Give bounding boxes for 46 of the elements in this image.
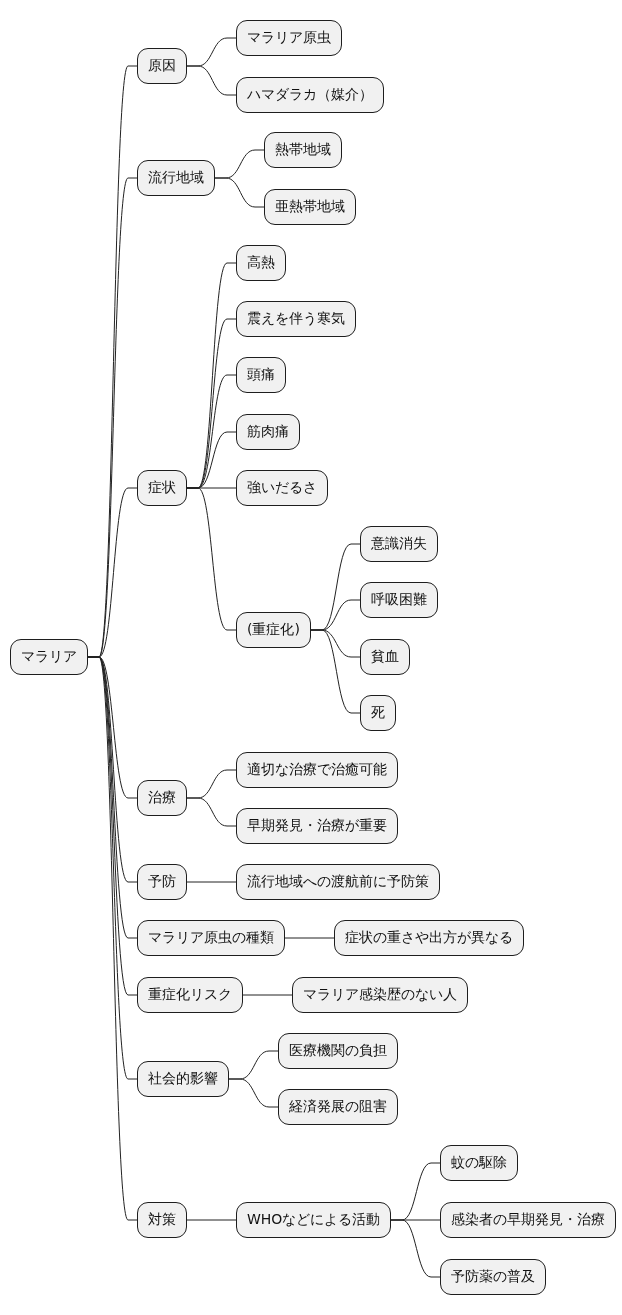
topic-box: 熱帯地域 [264, 132, 342, 168]
topic-box: 頭痛 [236, 357, 286, 393]
topic-box: マラリア原虫 [236, 20, 342, 56]
topic-box: 原因 [137, 48, 187, 84]
topic-box: 亜熱帯地域 [264, 189, 356, 225]
topic-box: 蚊の駆除 [440, 1145, 518, 1181]
connector-line [228, 1078, 279, 1108]
topic-box: 震えを伴う寒気 [236, 301, 356, 337]
topic-box: 医療機関の負担 [278, 1033, 398, 1069]
topic-box: マラリア感染歴のない人 [292, 977, 468, 1013]
topic-box: 意識消失 [360, 526, 438, 562]
connector-line [310, 629, 361, 714]
topic-box: (重症化) [236, 612, 311, 648]
connector-line [214, 177, 265, 208]
connector-line [186, 65, 237, 96]
topic-box: 高熱 [236, 245, 286, 281]
topic-box: 予防 [137, 864, 187, 900]
topic-box: WHOなどによる活動 [236, 1202, 392, 1238]
topic-box: 筋肉痛 [236, 414, 300, 450]
topic-box: 呼吸困難 [360, 582, 438, 618]
connector-line [186, 487, 237, 631]
topic-box: 適切な治療で治癒可能 [236, 752, 398, 788]
connector-line [390, 1219, 441, 1278]
topic-box: 重症化リスク [137, 977, 243, 1013]
topic-box: 感染者の早期発見・治療 [440, 1202, 616, 1238]
topic-box: ハマダラカ（媒介） [236, 77, 384, 113]
connector-line [186, 1219, 237, 1221]
connector-line [186, 797, 237, 827]
topic-box: 早期発見・治療が重要 [236, 808, 398, 844]
connector-line [186, 881, 237, 883]
topic-box: 強いだるさ [236, 470, 328, 506]
topic-box: 症状の重さや出方が異なる [334, 920, 524, 956]
connector-line [284, 937, 335, 939]
topic-box: 流行地域 [137, 160, 215, 196]
topic-box: 貧血 [360, 639, 410, 675]
topic-box: マラリア原虫の種類 [137, 920, 285, 956]
topic-box: 経済発展の阻害 [278, 1089, 398, 1125]
connector-line [242, 994, 293, 996]
topic-box: 症状 [137, 470, 187, 506]
topic-box: 死 [360, 695, 396, 731]
topic-box: 予防薬の普及 [440, 1259, 546, 1295]
topic-box: 流行地域への渡航前に予防策 [236, 864, 440, 900]
root-topic-box: マラリア [10, 639, 88, 675]
topic-box: 対策 [137, 1202, 187, 1238]
topic-box: 社会的影響 [137, 1061, 229, 1097]
topic-box: 治療 [137, 780, 187, 816]
